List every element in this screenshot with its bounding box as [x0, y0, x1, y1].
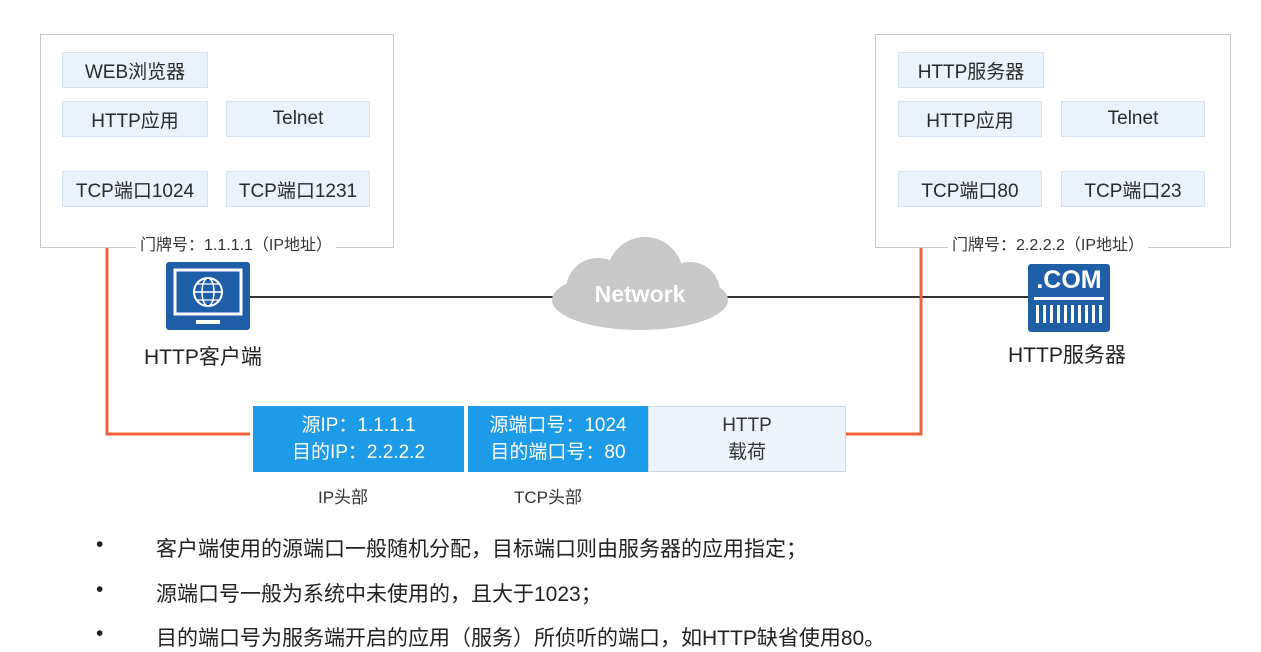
bullet-item: •客户端使用的源端口一般随机分配，目标端口则由服务器的应用指定；	[96, 533, 807, 561]
packet-payload: HTTP 载荷	[648, 406, 846, 472]
client-computer-icon	[166, 262, 250, 330]
packet-to-server-path	[846, 206, 939, 436]
bullet-text: 目的端口号为服务端开启的应用（服务）所侦听的端口，如HTTP缺省使用80。	[156, 627, 886, 650]
ip-header-caption: IP头部	[318, 488, 369, 507]
client-http-port-box: TCP端口1024	[62, 171, 208, 207]
server-app-box: HTTP服务器	[898, 52, 1044, 88]
network-label: Network	[594, 281, 686, 307]
bullet-text: 客户端使用的源端口一般随机分配，目标端口则由服务器的应用指定；	[156, 538, 807, 561]
client-telnet-box: Telnet	[226, 101, 370, 137]
network-cloud-icon	[552, 237, 728, 330]
packet-payload-line2: 载荷	[727, 442, 766, 463]
packet-payload-line1: HTTP	[722, 415, 772, 436]
server-address-label: 门牌号：2.2.2.2（IP地址）	[948, 231, 1149, 255]
client-browser-box: WEB浏览器	[62, 52, 208, 88]
packet-ip-src: 源IP：1.1.1.1	[301, 415, 416, 436]
server-device-label: HTTP服务器	[1008, 344, 1126, 367]
server-http-app-box: HTTP应用	[898, 101, 1042, 137]
client-telnet-port-box: TCP端口1231	[226, 171, 370, 207]
bullet-item: •源端口号一般为系统中未使用的，且大于1023；	[96, 578, 602, 606]
client-http-app-box: HTTP应用	[62, 101, 208, 137]
bullet-text: 源端口号一般为系统中未使用的，且大于1023；	[156, 583, 602, 606]
packet-ip-dst: 目的IP：2.2.2.2	[291, 442, 426, 463]
server-com-icon: .COM	[1028, 264, 1110, 332]
server-com-badge: .COM	[1036, 266, 1102, 294]
server-http-port-box: TCP端口80	[898, 171, 1042, 207]
packet-tcp-dst: 目的端口号：80	[490, 442, 626, 463]
packet-ip-header: 源IP：1.1.1.1 目的IP：2.2.2.2	[253, 406, 464, 472]
tcp-header-caption: TCP头部	[514, 488, 582, 507]
bullet-item: •目的端口号为服务端开启的应用（服务）所侦听的端口，如HTTP缺省使用80。	[96, 622, 886, 650]
client-device-label: HTTP客户端	[144, 346, 262, 369]
server-telnet-port-box: TCP端口23	[1061, 171, 1205, 207]
client-to-packet-path	[105, 214, 250, 436]
server-telnet-box: Telnet	[1061, 101, 1205, 137]
client-address-label: 门牌号：1.1.1.1（IP地址）	[136, 231, 337, 255]
packet-tcp-src: 源端口号：1024	[489, 415, 627, 436]
packet-tcp-header: 源端口号：1024 目的端口号：80	[468, 406, 648, 472]
